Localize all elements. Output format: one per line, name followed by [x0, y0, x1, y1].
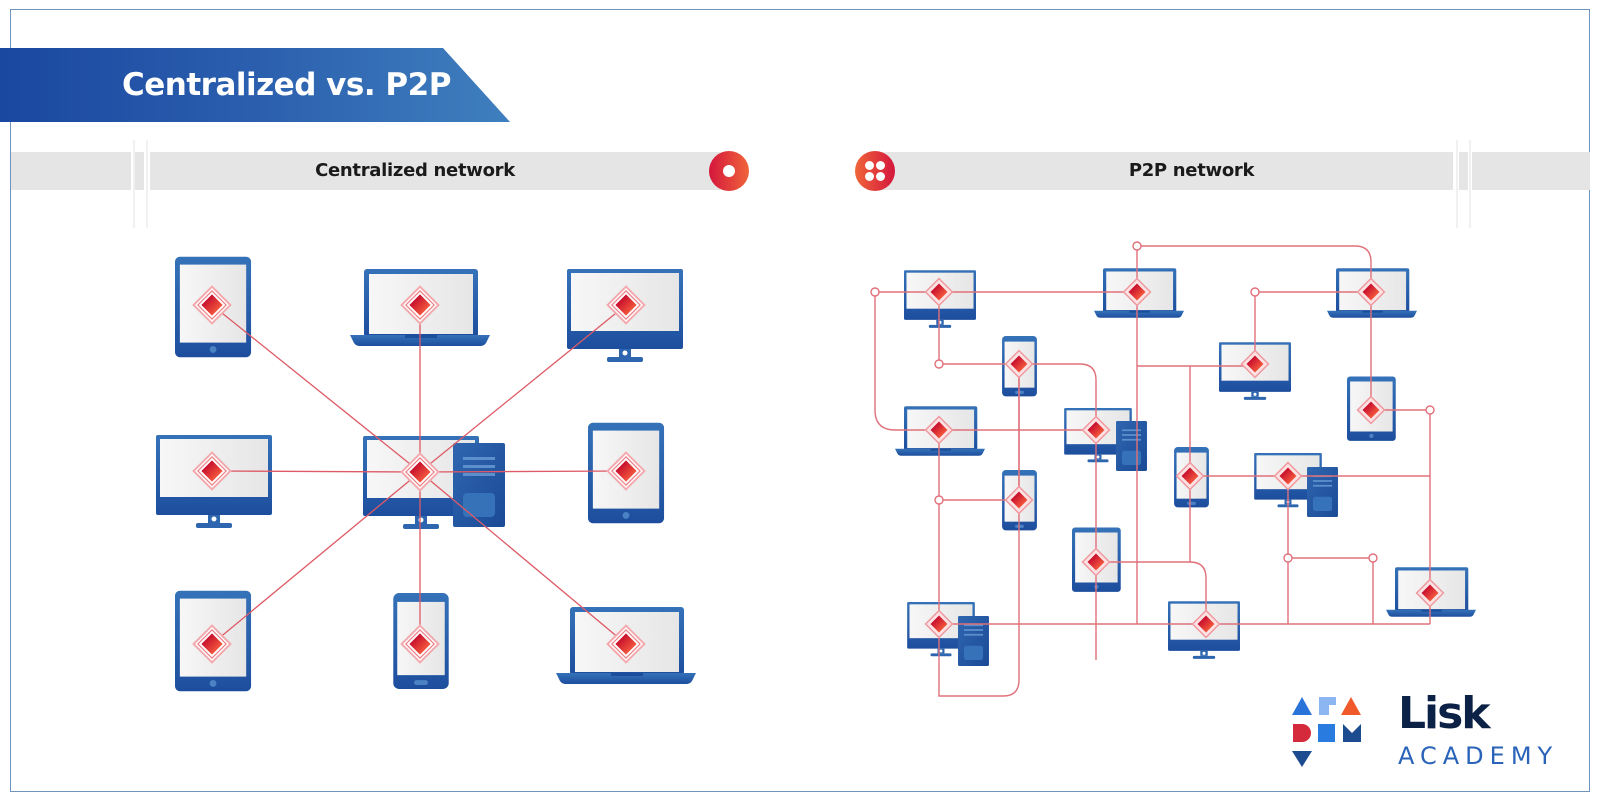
centralized-links [211, 304, 627, 645]
triangle-down-shape-icon [1292, 751, 1312, 767]
bracket-shape-icon [1319, 697, 1336, 715]
p2p-header-band [870, 152, 1453, 190]
device-tower [1116, 421, 1147, 471]
logo-sub-text: ACADEMY [1398, 742, 1559, 770]
title-banner: Centralized vs. P2P [0, 48, 510, 122]
device-tower [1307, 467, 1338, 517]
hub-tower [453, 443, 505, 527]
slide-title: Centralized vs. P2P [122, 67, 451, 103]
lisk-academy-logo: Lisk ACADEMY [1296, 688, 1586, 772]
triangle-shape-icon [1292, 697, 1312, 715]
triangle-shape-icon [1341, 697, 1361, 715]
separator-line [133, 140, 135, 228]
single-dot-circle-icon [709, 151, 749, 191]
band-right-segment [1459, 152, 1468, 190]
four-dots-circle-icon [855, 151, 895, 191]
band-left-segment [11, 152, 131, 190]
m-shape-icon [1343, 724, 1361, 742]
separator-line [1469, 140, 1471, 228]
d-shape-icon [1293, 724, 1311, 742]
p2p-junctions [870, 241, 1435, 563]
band-right-segment [1472, 152, 1590, 190]
p2p-header-label: P2P network [1128, 160, 1255, 181]
square-shape-icon [1318, 724, 1335, 742]
separator-line [1456, 140, 1458, 228]
lisk-academy-logo-mark [1292, 697, 1361, 767]
p2p-links [874, 245, 1431, 697]
separator-line [146, 140, 148, 228]
centralized-network [156, 256, 696, 692]
logo-brand-text: Lisk [1398, 688, 1491, 739]
slide-frame [10, 9, 1590, 792]
centralized-header-band [150, 152, 720, 190]
p2p-network [870, 241, 1476, 697]
centralized-header-label: Centralized network [315, 160, 515, 181]
band-left-segment [135, 152, 144, 190]
